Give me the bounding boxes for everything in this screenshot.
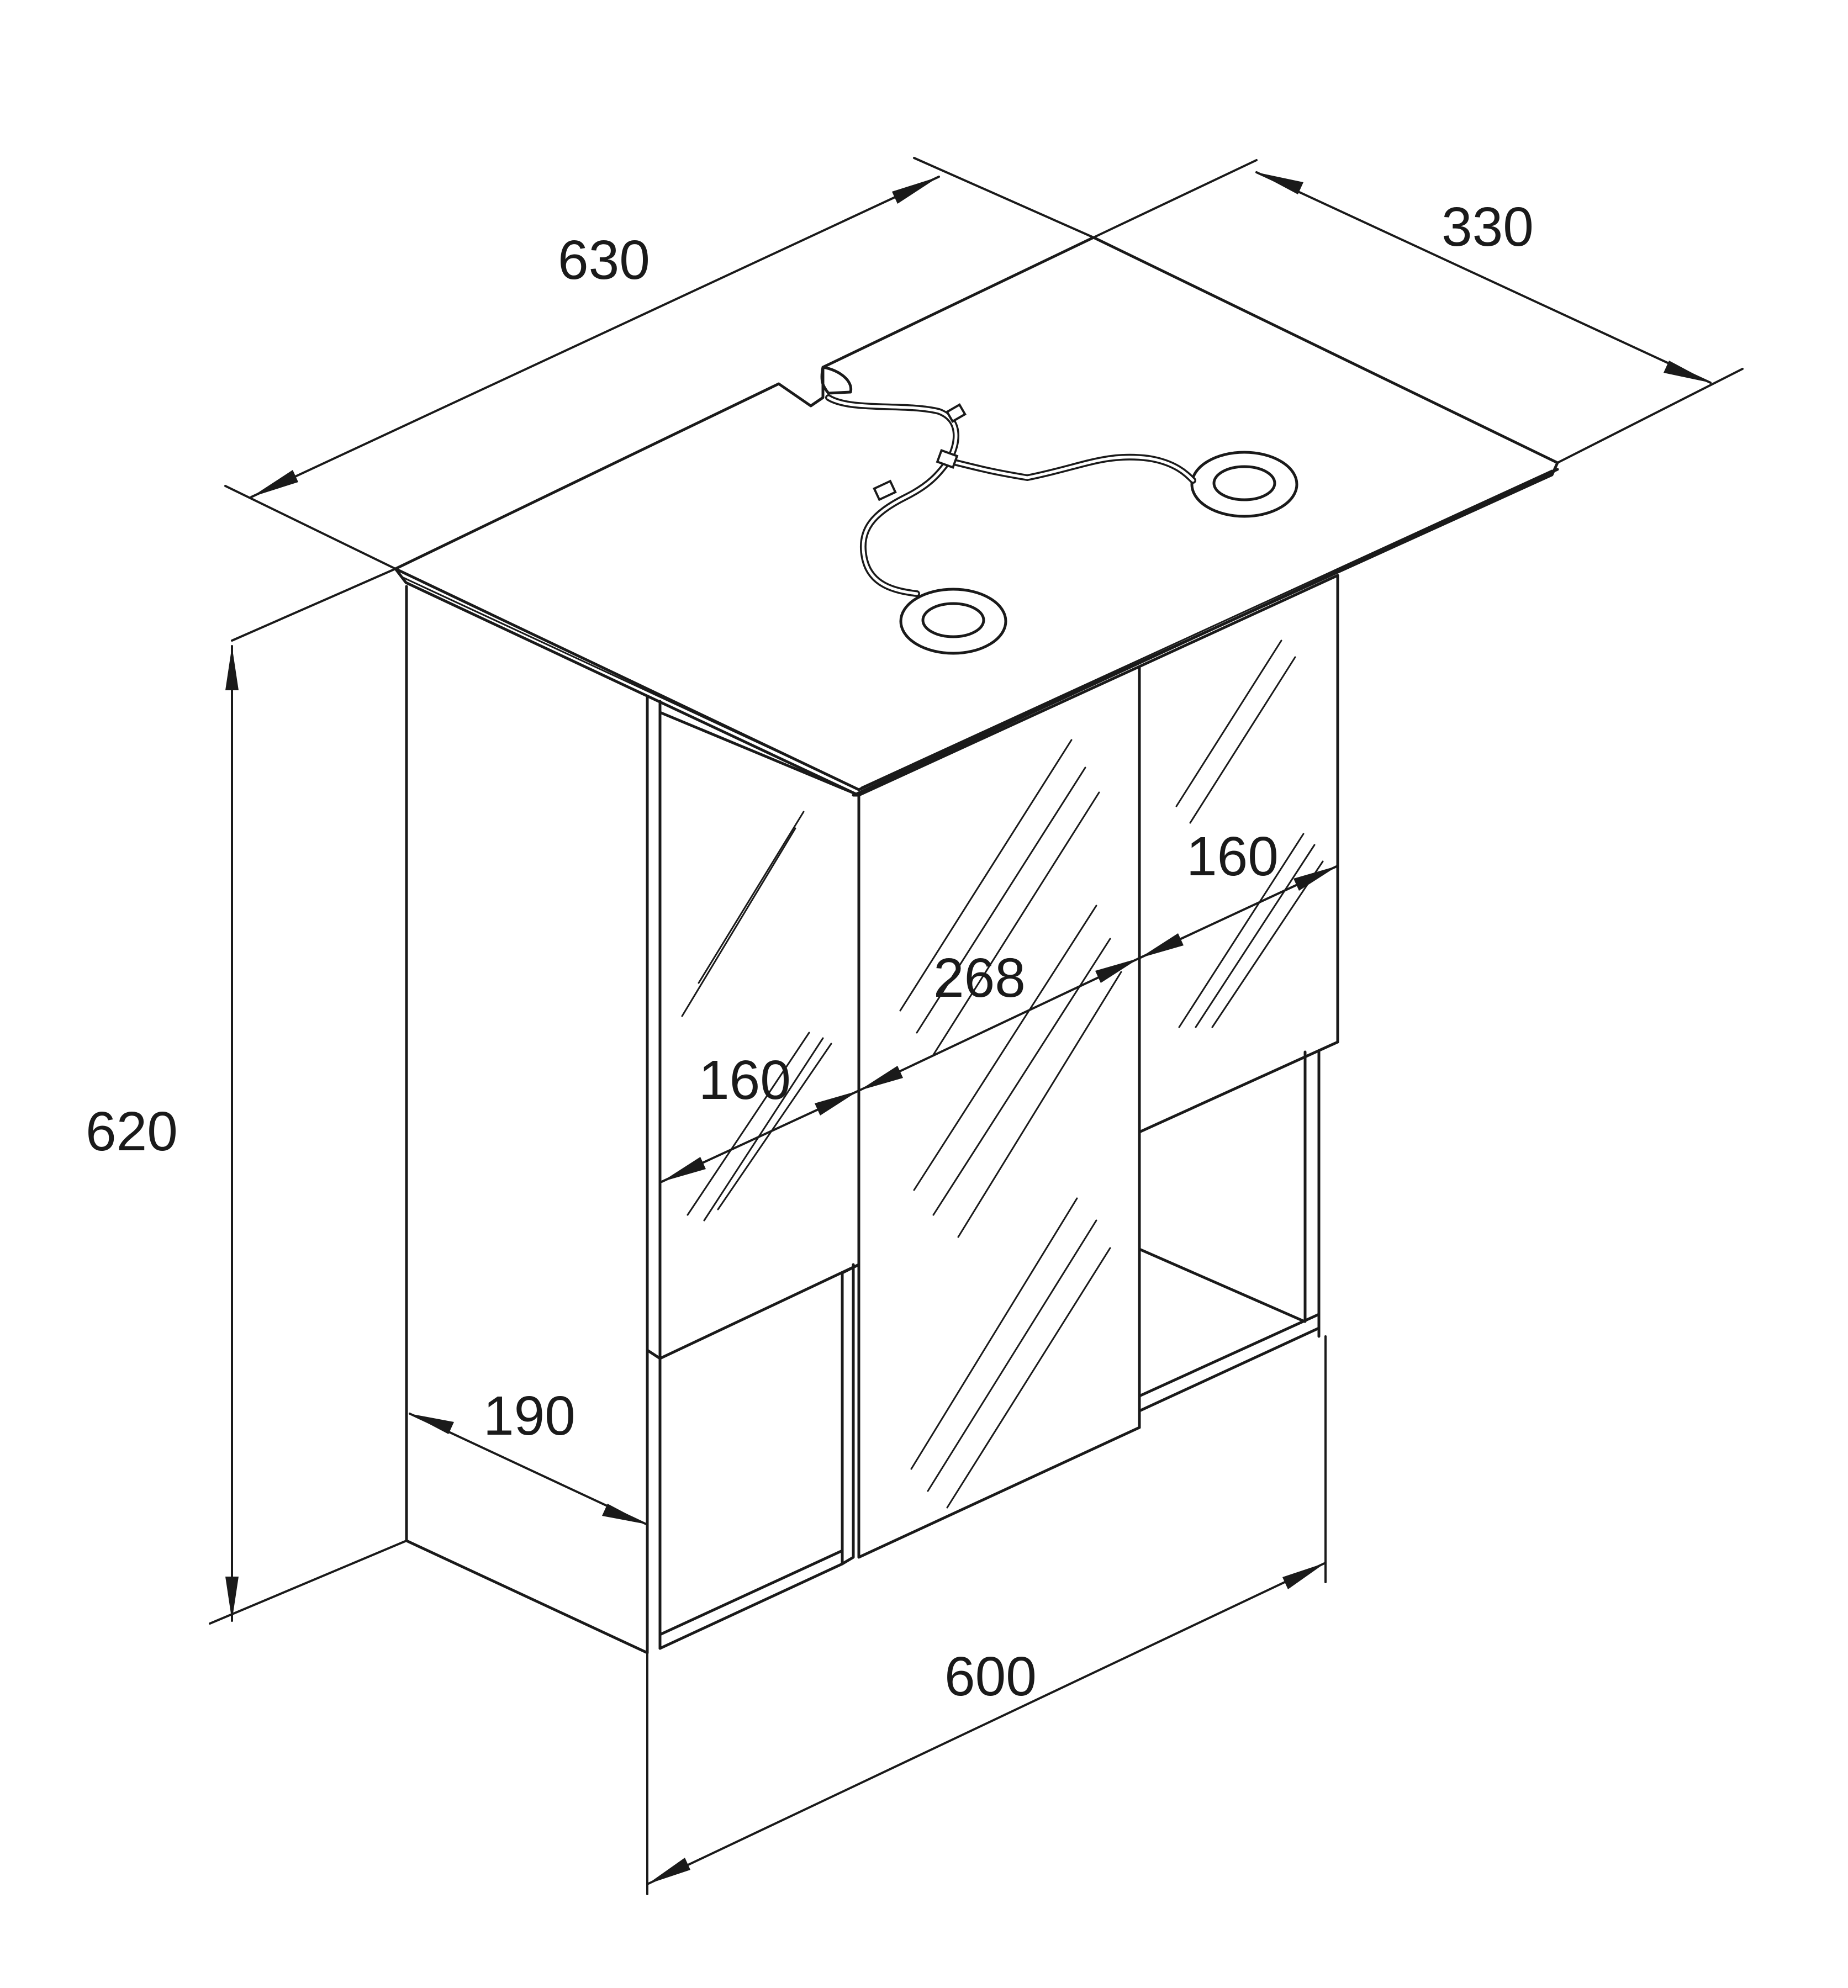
top-right-edge	[854, 468, 1559, 796]
connector-2	[936, 448, 959, 469]
connector-1	[946, 403, 967, 423]
spot-light-right	[1190, 451, 1298, 518]
dim-600-label: 600	[944, 1646, 1037, 1707]
dim-160-right-label: 160	[1186, 826, 1279, 887]
dim-620-line	[209, 568, 408, 1625]
spot-light-left	[899, 588, 1007, 655]
dim-600-line	[646, 1335, 1327, 1895]
light-cable	[825, 394, 1196, 597]
left-door	[646, 711, 860, 1360]
dim-330-label: 330	[1442, 196, 1534, 258]
dim-190-label: 190	[483, 1385, 575, 1447]
dim-630-line	[224, 157, 1095, 570]
right-door	[1138, 574, 1339, 1134]
dim-630-label: 630	[558, 229, 650, 291]
left-open-shelf	[646, 1263, 860, 1654]
top-edge-lip-front	[401, 576, 858, 790]
left-door-reflection	[681, 811, 832, 1222]
center-door	[852, 665, 1141, 1559]
connector-3	[873, 479, 897, 501]
right-door-reflection	[1175, 639, 1324, 1028]
top-outline	[394, 236, 1559, 791]
left-side-panel	[405, 585, 662, 1654]
dim-330-line	[1092, 159, 1744, 464]
dim-268-label: 268	[933, 947, 1026, 1009]
right-open-shelf	[1138, 1050, 1321, 1429]
top-panel	[394, 236, 1559, 796]
dim-160-left-label: 160	[699, 1049, 791, 1111]
dim-620-label: 620	[86, 1101, 178, 1162]
cable-notch	[820, 366, 853, 395]
top-front-edge	[394, 567, 858, 796]
dim-190-line	[409, 1413, 647, 1525]
top-edge-lip-right	[860, 469, 1553, 789]
dim-160-right-line	[1138, 865, 1339, 959]
center-door-reflection	[899, 739, 1122, 1509]
dim-160-left-line	[661, 1090, 860, 1183]
dim-268-line	[858, 957, 1141, 1092]
